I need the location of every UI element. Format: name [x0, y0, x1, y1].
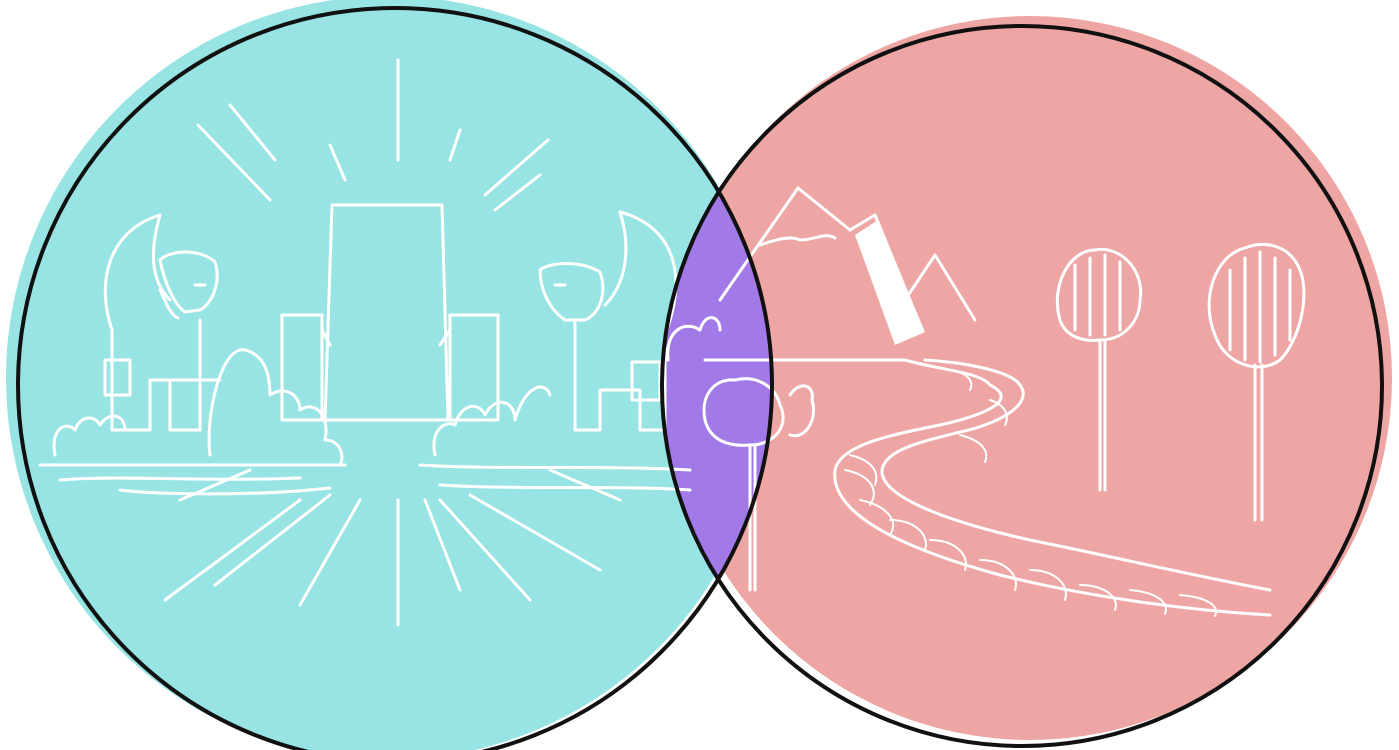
- venn-diagram: [0, 0, 1399, 750]
- venn-svg: [0, 0, 1399, 750]
